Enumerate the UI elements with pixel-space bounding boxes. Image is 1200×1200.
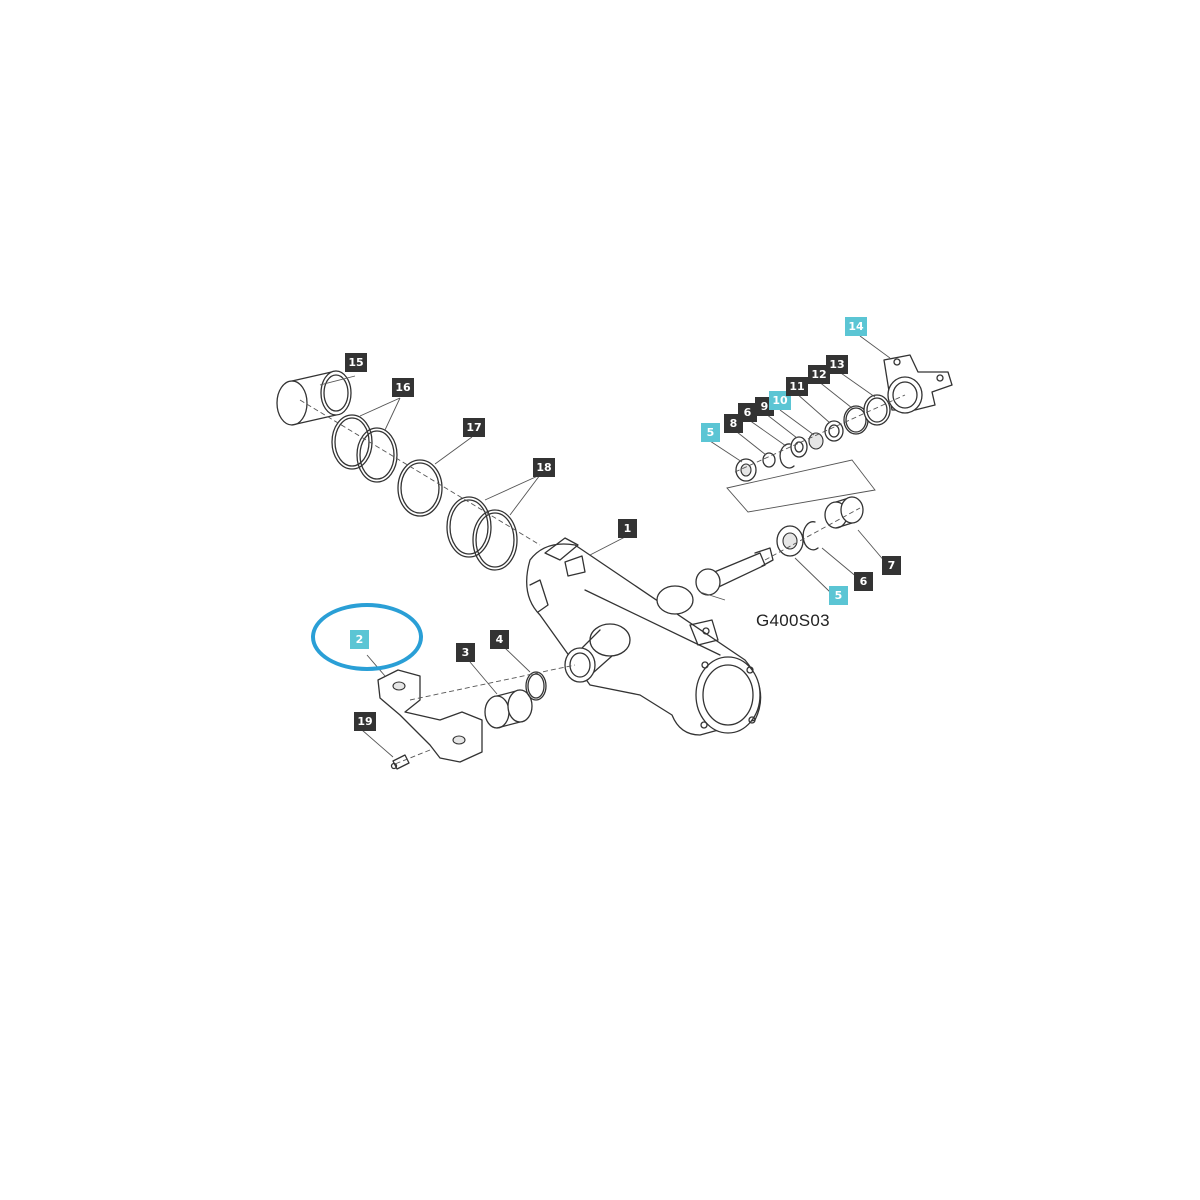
callout-16: 16: [392, 378, 414, 397]
callout-4: 4: [490, 630, 509, 649]
part-ring-17: [397, 459, 443, 517]
callout-5-upper: 5: [701, 423, 720, 442]
callout-13: 13: [826, 355, 848, 374]
part-knuckle-14: [883, 354, 953, 414]
part-seal-10: [808, 432, 824, 450]
callout-19: 19: [354, 712, 376, 731]
callout-3: 3: [456, 643, 475, 662]
part-circlip-6-lower: [802, 521, 819, 551]
callout-17: 17: [463, 418, 485, 437]
callout-8: 8: [724, 414, 743, 433]
part-rings-18: [446, 496, 518, 571]
part-axle-housing-1: [526, 537, 762, 736]
callout-6-lower: 6: [854, 572, 873, 591]
callout-10: 10: [769, 391, 791, 410]
part-bushing-3: [484, 689, 533, 729]
part-grease-nipple-19: [390, 754, 410, 770]
callout-11: 11: [786, 377, 808, 396]
part-circlip-6-upper: [779, 443, 795, 469]
part-bushing-13: [863, 394, 891, 426]
drawing-code: G400S03: [756, 611, 830, 630]
part-washer-9: [790, 436, 808, 458]
part-sleeve-15: [276, 370, 352, 426]
part-drive-shaft: [695, 547, 774, 596]
callout-7: 7: [882, 556, 901, 575]
part-oring-4: [525, 671, 547, 701]
highlight-ring: [311, 603, 423, 671]
callout-5-lower: 5: [829, 586, 848, 605]
callout-14: 14: [845, 317, 867, 336]
part-bushing-7: [824, 496, 864, 529]
part-bearing-5-lower: [776, 525, 804, 557]
callout-12: 12: [808, 365, 830, 384]
callout-1: 1: [618, 519, 637, 538]
part-steering-arm-2: [377, 669, 483, 763]
part-ring-8: [762, 452, 776, 468]
part-bearing-11: [824, 420, 844, 442]
callout-18: 18: [533, 458, 555, 477]
callout-15: 15: [345, 353, 367, 372]
